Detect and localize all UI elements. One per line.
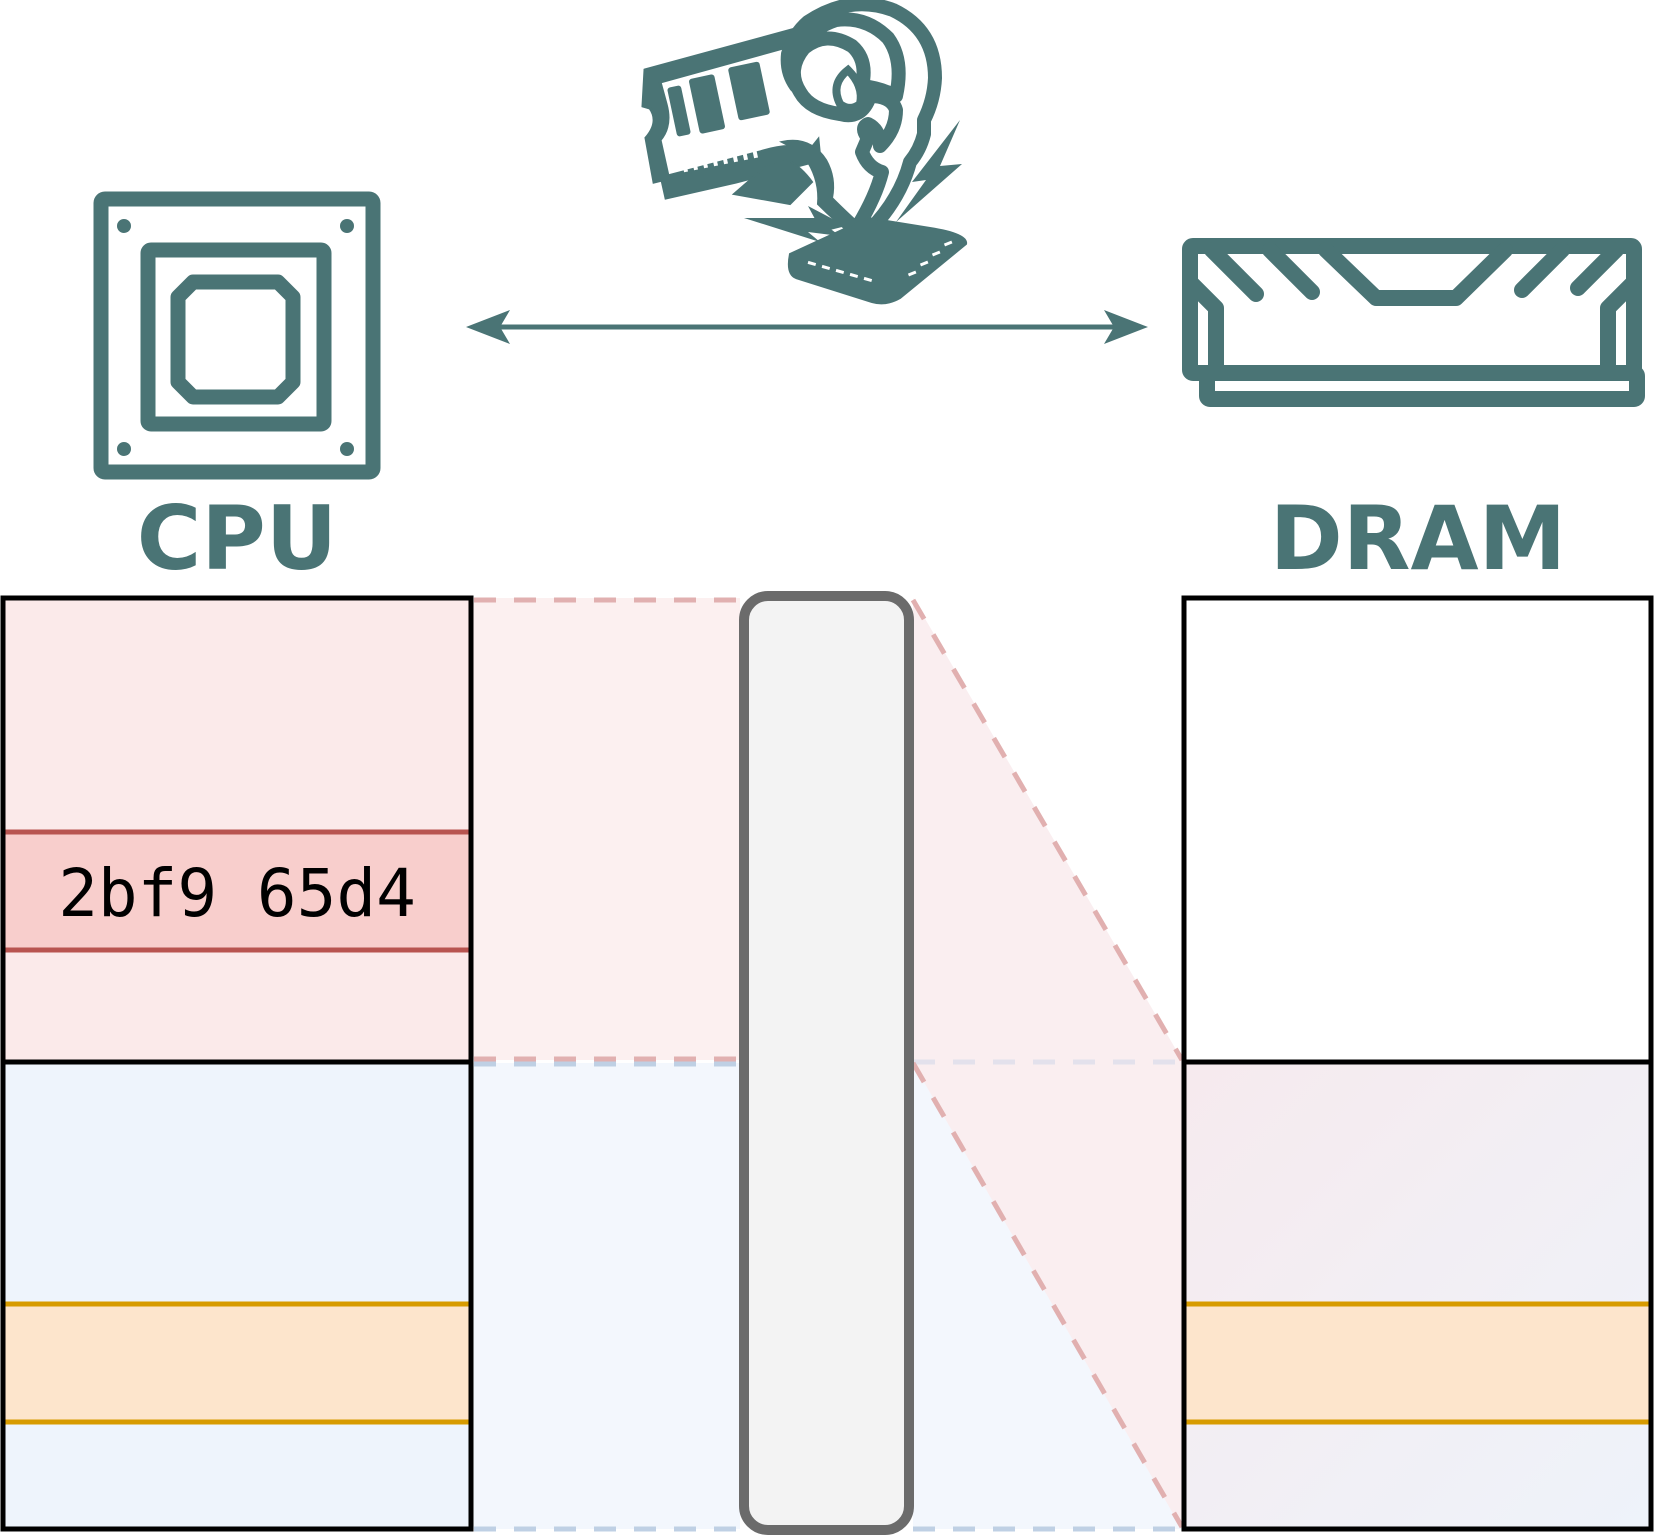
cpu-memory-column: 2bf9 65d4	[0, 595, 474, 1532]
dram-top-region	[1184, 598, 1651, 1062]
cpu-label: CPU	[137, 487, 338, 590]
dram-label: DRAM	[1270, 487, 1566, 590]
cpu-cache-cell-orange	[0, 1301, 474, 1425]
cpu-cell-value: 2bf9 65d4	[58, 855, 416, 932]
cpu-bus-red-projection	[470, 598, 740, 1060]
dram-bottom-region	[1184, 1062, 1651, 1529]
dram-memory-column	[1181, 595, 1654, 1532]
cpu-chip-icon	[93, 191, 381, 480]
ram-module-icon	[1182, 238, 1645, 407]
cpu-cache-cell-red	[0, 829, 474, 953]
ram-ram-mascot-icon	[641, 0, 968, 305]
cpu-bottom-region	[3, 1062, 471, 1529]
double-arrow-icon	[466, 310, 1148, 344]
dashed-guide	[910, 1061, 1185, 1529]
cpu-bus-blue-projection	[470, 1063, 740, 1529]
dashed-guide	[910, 598, 1185, 1062]
dram-cell-orange	[1181, 1301, 1654, 1425]
memory-bus	[739, 591, 914, 1535]
